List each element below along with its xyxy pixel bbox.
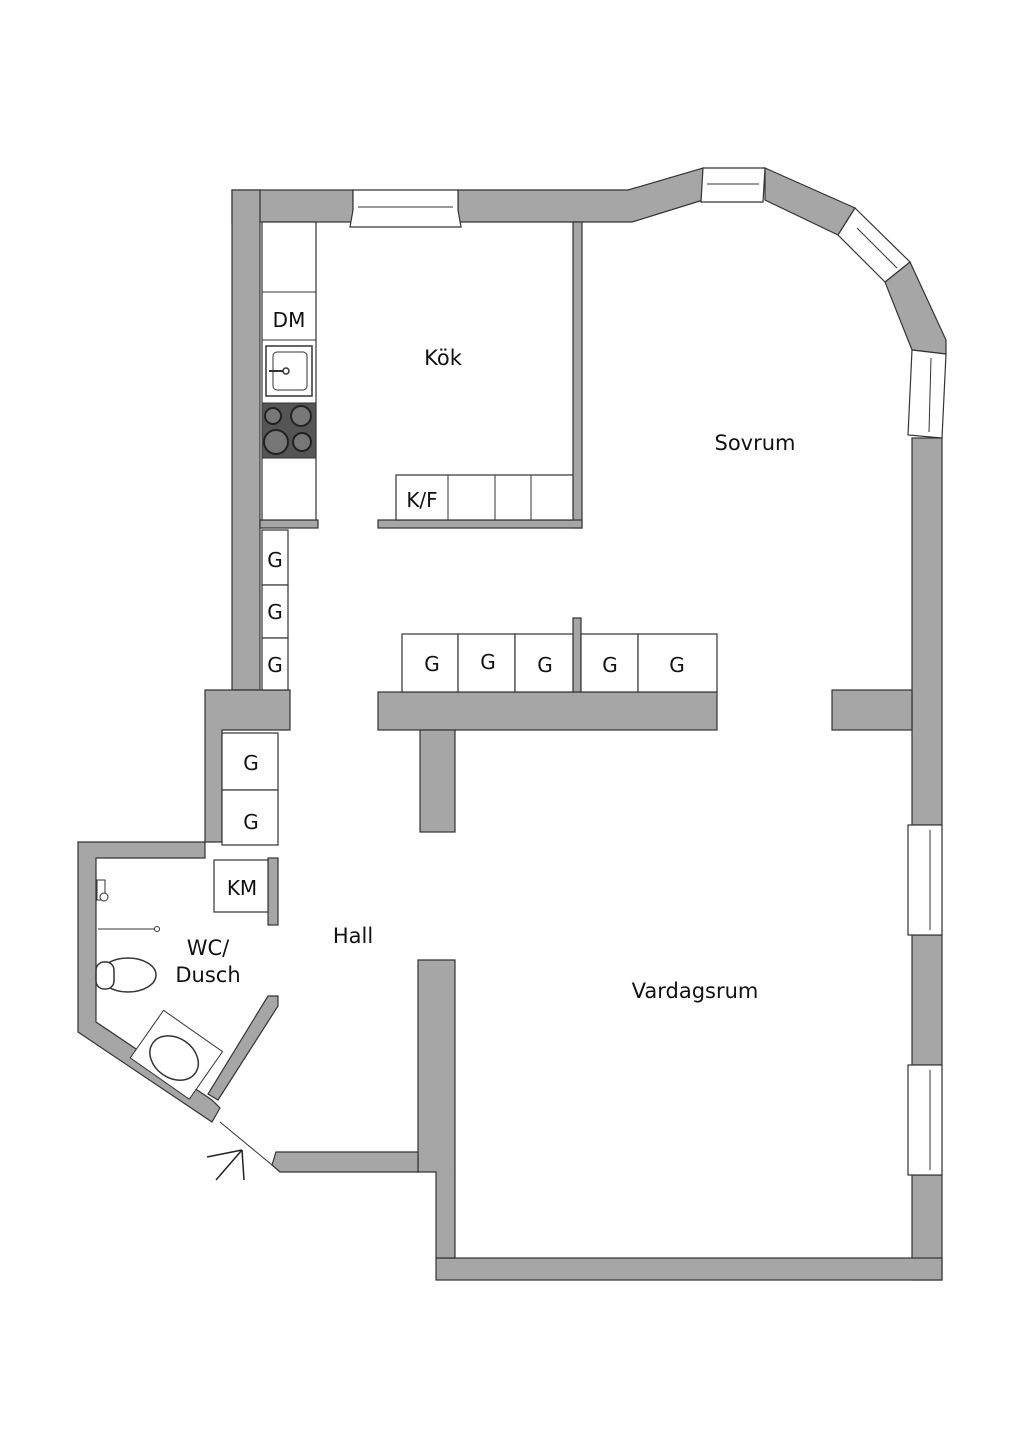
fridge-freezer-label: K/F — [406, 488, 437, 512]
entrance-arrow-icon — [206, 1149, 245, 1181]
wardrobe-label: G — [669, 653, 685, 677]
room-label-kitchen: Kök — [424, 346, 463, 370]
room-label-bedroom: Sovrum — [714, 431, 795, 455]
room-label-living-room: Vardagsrum — [632, 979, 759, 1003]
walls — [77, 167, 947, 1281]
shower-rail-icon — [98, 926, 160, 932]
window — [349, 189, 462, 228]
bathroom-fixtures: KM — [95, 859, 269, 1100]
wardrobes: G G G G G G G G G G — [221, 529, 718, 846]
wardrobe-label: G — [602, 653, 618, 677]
sink-icon — [265, 345, 313, 397]
wardrobe-label: G — [424, 652, 440, 676]
room-labels: Kök Sovrum Vardagsrum Hall WC/ Dusch — [175, 346, 795, 1003]
kitchen-counter: DM — [261, 221, 317, 521]
wardrobe-label: G — [537, 653, 553, 677]
wardrobe-label: G — [480, 650, 496, 674]
toilet-icon — [95, 957, 157, 993]
window — [907, 1064, 943, 1176]
wardrobe-label: G — [267, 548, 283, 572]
kitchen-bottom-counter: K/F — [395, 474, 574, 521]
wardrobe-label: G — [267, 653, 283, 677]
wardrobe-label: G — [267, 600, 283, 624]
washbasin-icon — [129, 1009, 224, 1100]
wardrobe-label: G — [243, 810, 259, 834]
window — [907, 349, 947, 439]
room-label-hall: Hall — [333, 924, 373, 948]
dishwasher-label: DM — [273, 308, 306, 332]
room-label-bathroom-line2: Dusch — [175, 963, 240, 987]
windows — [349, 167, 947, 1176]
shower-tap-icon — [96, 879, 109, 902]
window — [907, 824, 943, 936]
room-label-bathroom-line1: WC/ — [187, 936, 230, 960]
washing-machine-label: KM — [227, 876, 257, 900]
window — [700, 167, 766, 203]
stove-icon — [261, 402, 317, 459]
entrance-door — [206, 1121, 273, 1181]
window — [837, 207, 911, 283]
wardrobe-label: G — [243, 751, 259, 775]
